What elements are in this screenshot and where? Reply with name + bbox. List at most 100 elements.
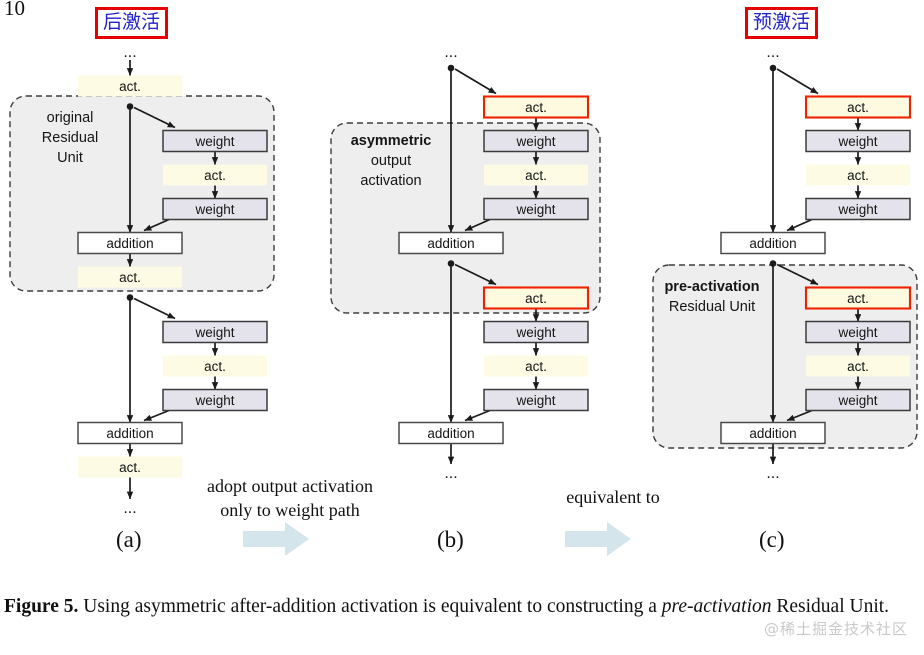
flow-arrow <box>454 263 497 286</box>
panel-label-a: (a) <box>116 527 142 552</box>
weight-box <box>483 197 589 221</box>
flow-arrow <box>143 218 170 232</box>
weight-box-label: weight <box>837 325 877 340</box>
act-box-label: act. <box>847 359 869 374</box>
weight-box <box>805 197 911 221</box>
annotation-equivalent-to: equivalent to <box>523 485 703 509</box>
addition-box-label: addition <box>749 426 796 441</box>
act-box-label: act. <box>119 270 141 285</box>
flow-arrow <box>776 263 819 286</box>
figure-caption: Figure 5. Using asymmetric after-additio… <box>4 592 922 622</box>
act-box-label: act. <box>119 79 141 94</box>
unit-caption-line: output <box>371 153 411 169</box>
weight-box <box>805 388 911 412</box>
act-box-highlight <box>804 95 912 119</box>
act-box-highlight-label: act. <box>525 291 547 306</box>
weight-box <box>805 320 911 344</box>
ellipsis-label: ... <box>766 465 779 482</box>
act-box-highlight-label: act. <box>847 291 869 306</box>
act-box-highlight <box>482 95 590 119</box>
panel-label-b: (b) <box>437 527 464 552</box>
weight-box <box>483 129 589 153</box>
weight-box <box>805 129 911 153</box>
weight-box <box>162 197 268 221</box>
addition-box <box>398 421 504 445</box>
act-box-label: act. <box>204 359 226 374</box>
act-box <box>484 164 588 186</box>
unit-caption-line: Unit <box>57 150 83 166</box>
act-box <box>484 355 588 377</box>
weight-box-label: weight <box>515 134 555 149</box>
watermark: @稀土掘金技术社区 <box>764 620 909 638</box>
act-box <box>78 456 182 478</box>
addition-box-label: addition <box>427 236 474 251</box>
weight-box-label: weight <box>515 393 555 408</box>
act-box <box>78 75 182 97</box>
act-box-label: act. <box>847 168 869 183</box>
weight-box-label: weight <box>515 325 555 340</box>
act-box-highlight-label: act. <box>525 100 547 115</box>
annotation-line-1: adopt output activation <box>207 476 373 496</box>
transition-arrow <box>243 522 309 556</box>
unit-caption-line: Residual <box>42 130 98 146</box>
weight-box-label: weight <box>837 134 877 149</box>
ellipsis-label: ... <box>444 44 457 61</box>
flow-arrow <box>143 409 170 422</box>
flow-arrow <box>776 68 819 95</box>
addition-box-label: addition <box>427 426 474 441</box>
pre-activation-title-badge: 预激活 <box>745 7 819 39</box>
addition-box-label: addition <box>106 236 153 251</box>
flow-arrow <box>133 106 176 129</box>
ellipsis-label: ... <box>766 44 779 61</box>
flow-arrow <box>454 68 497 95</box>
weight-box <box>162 320 268 344</box>
unit-caption-line: activation <box>360 173 421 189</box>
weight-box <box>483 320 589 344</box>
addition-box <box>720 231 826 255</box>
act-box-label: act. <box>119 460 141 475</box>
act-box-highlight <box>804 286 912 310</box>
residual-unit-diagram: ... act. weight act. weight addition act. weigh… <box>9 44 918 556</box>
unit-caption-line: pre-activation <box>664 279 759 295</box>
act-box-label: act. <box>525 359 547 374</box>
flow-arrow <box>464 218 491 232</box>
weight-box <box>483 388 589 412</box>
weight-box-label: weight <box>515 202 555 217</box>
act-box-highlight <box>482 286 590 310</box>
annotation-line-3: equivalent to <box>566 487 660 507</box>
unit-caption-line: asymmetric <box>351 133 432 149</box>
act-box-highlight-label: act. <box>847 100 869 115</box>
weight-box-label: weight <box>194 325 234 340</box>
annotation-line-2: only to weight path <box>220 500 360 520</box>
act-box-label: act. <box>204 168 226 183</box>
ellipsis-label: ... <box>444 465 457 482</box>
addition-box-label: addition <box>106 426 153 441</box>
act-box-label: act. <box>525 168 547 183</box>
weight-box-label: weight <box>837 202 877 217</box>
ellipsis-label: ... <box>123 500 136 517</box>
act-box <box>806 164 910 186</box>
weight-box-label: weight <box>194 202 234 217</box>
weight-box <box>162 388 268 412</box>
addition-box <box>77 231 183 255</box>
weight-box-label: weight <box>194 393 234 408</box>
page-number: 10 <box>4 0 25 20</box>
ellipsis-label: ... <box>123 44 136 61</box>
panel-label-c: (c) <box>759 527 785 552</box>
post-activation-title-badge: 后激活 <box>95 7 169 39</box>
flow-arrow <box>464 409 491 422</box>
flow-arrow <box>786 409 813 422</box>
act-box <box>163 355 267 377</box>
flow-arrow <box>786 218 813 232</box>
act-box <box>163 164 267 186</box>
annotation-adopt-output-activation: adopt output activation only to weight p… <box>195 474 385 522</box>
addition-box <box>720 421 826 445</box>
flow-arrow <box>133 297 176 320</box>
caption-tail: Residual Unit. <box>771 596 890 617</box>
addition-box <box>77 421 183 445</box>
weight-box <box>162 129 268 153</box>
act-box <box>78 266 182 288</box>
transition-arrow <box>565 522 631 556</box>
caption-figure-number: Figure 5. <box>4 596 79 617</box>
